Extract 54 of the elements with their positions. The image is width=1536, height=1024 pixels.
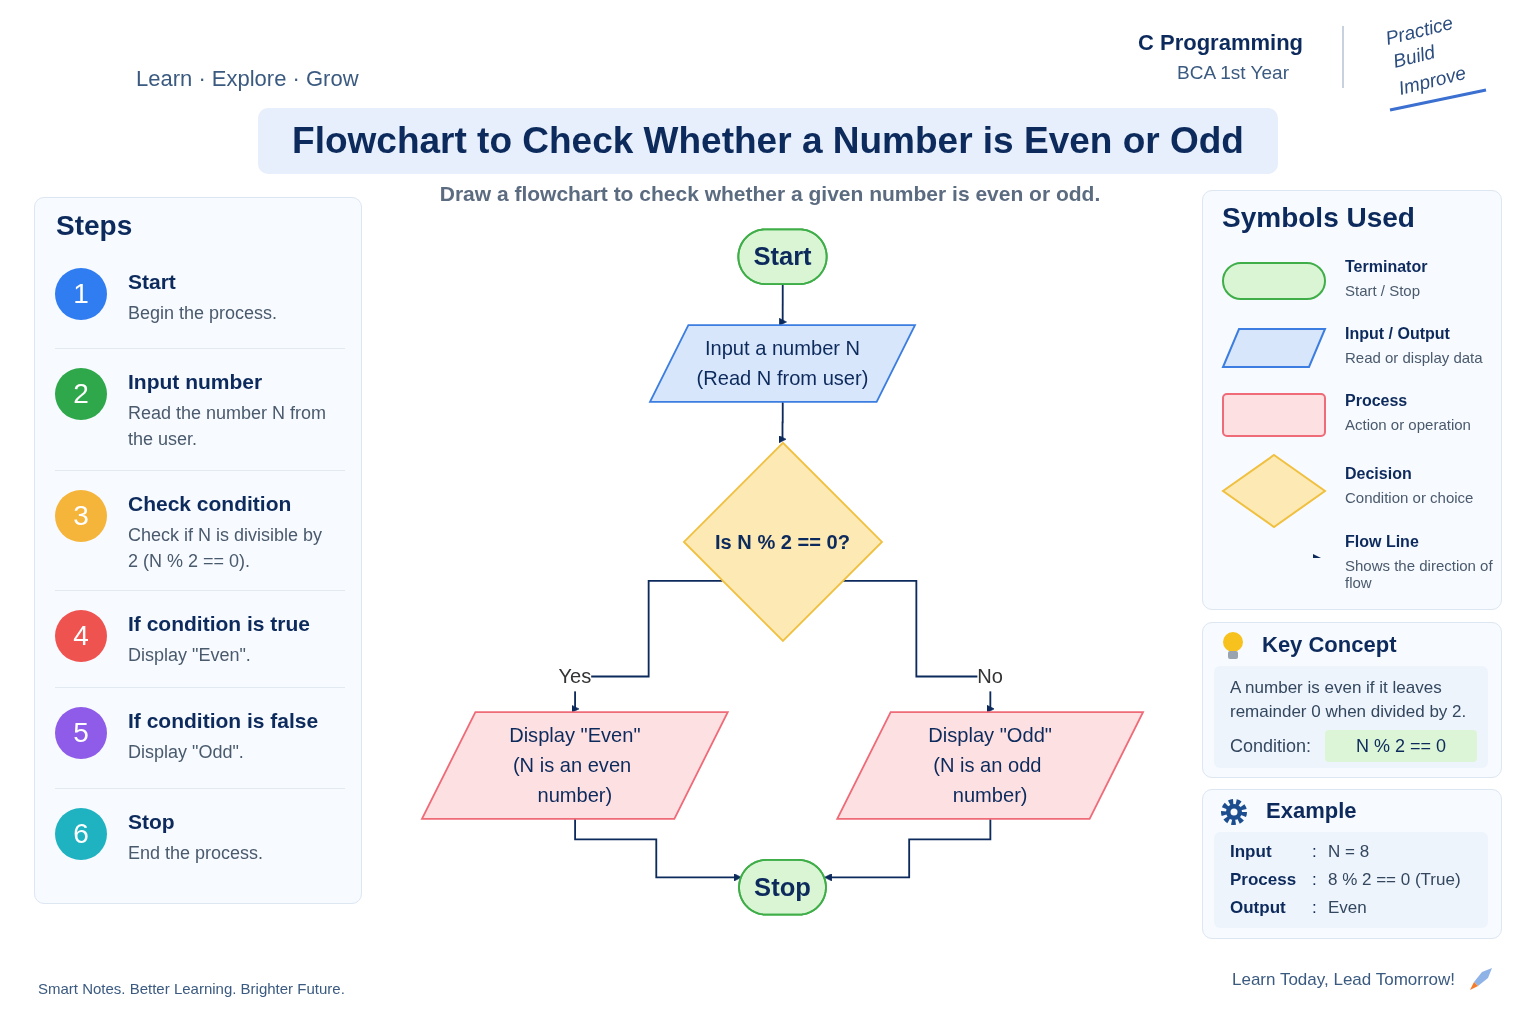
step-heading: Check condition — [128, 492, 292, 516]
symbol-name: Input / Output — [1345, 325, 1450, 343]
arrow — [778, 283, 787, 326]
concept-text: A number is even if it leaves remainder 0 when divided by 2. — [1230, 677, 1468, 723]
step-description: Check if N is divisible by 2 (N % 2 == 0). — [128, 524, 324, 573]
example-value: 8 % 2 == 0 (True) — [1328, 870, 1461, 890]
step-description: Begin the process. — [128, 302, 279, 325]
example-value: Even — [1328, 898, 1367, 918]
step-description: Display "Even". — [128, 644, 252, 667]
step-description: Display "Odd". — [128, 741, 245, 764]
footer-motto: Learn Today, Lead Tomorrow! — [1232, 970, 1456, 990]
symbol-description: Start / Stop — [1345, 282, 1422, 299]
step-heading: Input number — [128, 370, 263, 394]
example-key: Input — [1230, 842, 1272, 862]
tagline: Learn · Explore · Grow — [136, 66, 359, 92]
panel-heading: Example — [1266, 798, 1357, 824]
course-name: C Programming — [1138, 30, 1304, 56]
step-description: Read the number N from the user. — [128, 402, 328, 451]
arrow — [571, 579, 724, 713]
node-diamond: Is N % 2 == 0? — [682, 441, 884, 643]
course-year: BCA 1st Year — [1177, 62, 1289, 84]
example-separator: : — [1312, 870, 1317, 890]
symbol-name: Terminator — [1345, 258, 1428, 276]
step-heading: Stop — [128, 810, 175, 834]
symbol-description: Read or display data — [1345, 349, 1484, 366]
panel-heading: Steps — [56, 210, 133, 242]
symbol-name: Process — [1345, 392, 1408, 410]
step-heading: If condition is true — [128, 612, 310, 636]
edge-label: No — [977, 665, 1003, 688]
step-heading: If condition is false — [128, 709, 319, 733]
handwritten-note: Build — [1390, 41, 1438, 72]
condition-value: N % 2 == 0 — [1325, 730, 1477, 762]
step-description: End the process. — [128, 842, 265, 865]
example-value: N = 8 — [1328, 842, 1370, 862]
symbol-name: Flow Line — [1345, 533, 1419, 551]
title: Flowchart to Check Whether a Number is Even or Odd — [258, 108, 1278, 174]
symbol-description: Action or operation — [1345, 416, 1472, 433]
footer-tagline: Smart Notes. Better Learning. Brighter Future. — [38, 980, 345, 997]
step-heading: Start — [128, 270, 176, 294]
arrow — [574, 818, 742, 882]
symbol-description: Shows the direction of flow — [1345, 557, 1494, 591]
example-key: Process — [1230, 870, 1297, 890]
arrow — [778, 401, 787, 444]
symbol-name: Decision — [1345, 465, 1412, 483]
edge-label: Yes — [558, 665, 592, 688]
example-key: Output — [1230, 898, 1286, 918]
example-separator: : — [1312, 842, 1317, 862]
arrow — [824, 818, 992, 882]
symbol-description: Condition or choice — [1345, 489, 1475, 506]
condition-label: Condition: — [1230, 736, 1312, 757]
panel-heading: Symbols Used — [1222, 202, 1415, 234]
example-separator: : — [1312, 898, 1317, 918]
subtitle: Draw a flowchart to check whether a given number is even or odd. — [438, 182, 1102, 206]
panel-heading: Key Concept — [1262, 632, 1397, 658]
